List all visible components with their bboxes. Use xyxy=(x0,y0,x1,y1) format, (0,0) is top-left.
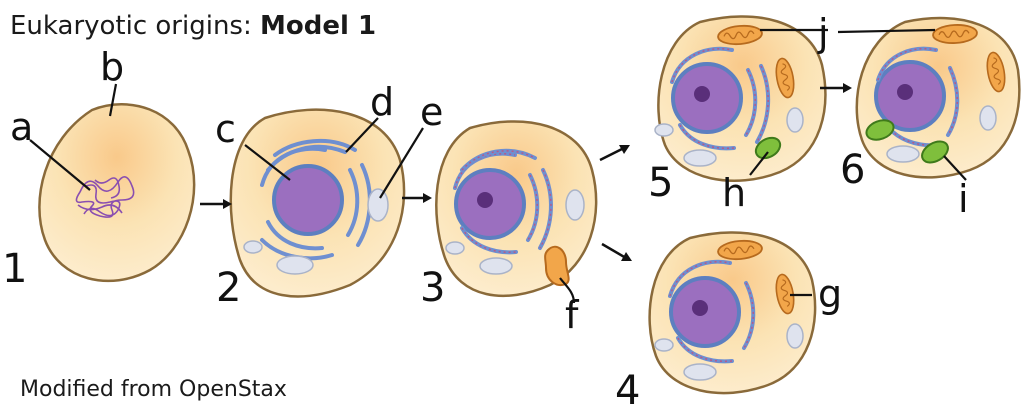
label-d: d xyxy=(370,80,394,124)
arrow-5-to-6 xyxy=(820,83,852,93)
cell-stage-2 xyxy=(229,108,406,298)
stage-numbers: 1 2 3 4 5 6 xyxy=(2,147,865,414)
label-g: g xyxy=(818,272,842,316)
cell-stage-4 xyxy=(648,231,817,395)
arrow-2-to-3 xyxy=(402,193,432,203)
label-f: f xyxy=(565,293,580,337)
stage-number-5: 5 xyxy=(648,160,673,206)
label-h: h xyxy=(722,171,746,215)
nucleus xyxy=(272,164,344,236)
label-c: c xyxy=(215,107,236,151)
rough-er xyxy=(453,148,553,255)
label-i: i xyxy=(958,177,969,221)
stage-number-4: 4 xyxy=(615,368,640,414)
arrow-3-to-5 xyxy=(599,145,630,162)
chloroplast xyxy=(921,140,949,164)
arrow-1-to-2 xyxy=(200,199,232,209)
label-a: a xyxy=(10,105,33,149)
label-b: b xyxy=(100,45,124,89)
rough-er xyxy=(668,259,756,364)
part-labels: a b c d e f g h i j xyxy=(10,11,969,337)
progression-arrows xyxy=(200,83,852,261)
stage-number-2: 2 xyxy=(216,265,241,311)
cell-stage-3 xyxy=(435,120,598,298)
stage-number-1: 1 xyxy=(2,246,27,292)
leader-lines xyxy=(29,28,967,304)
rough-er xyxy=(670,46,771,151)
stage-number-3: 3 xyxy=(420,265,445,311)
stage-number-6: 6 xyxy=(840,147,865,193)
chloroplast xyxy=(865,119,895,141)
cell-stage-1 xyxy=(38,103,196,283)
arrow-3-to-4 xyxy=(601,242,632,261)
diagram-title: Eukaryotic origins: Model 1 xyxy=(10,11,376,41)
credit-text: Modified from OpenStax xyxy=(20,377,287,402)
dna-tangle xyxy=(75,176,135,218)
label-e: e xyxy=(420,90,443,134)
engulfed-photosynthetic-bacterium xyxy=(754,136,782,160)
label-j: j xyxy=(817,11,829,55)
cell-stage-6 xyxy=(855,16,1021,179)
cell-stage-5 xyxy=(654,15,827,183)
